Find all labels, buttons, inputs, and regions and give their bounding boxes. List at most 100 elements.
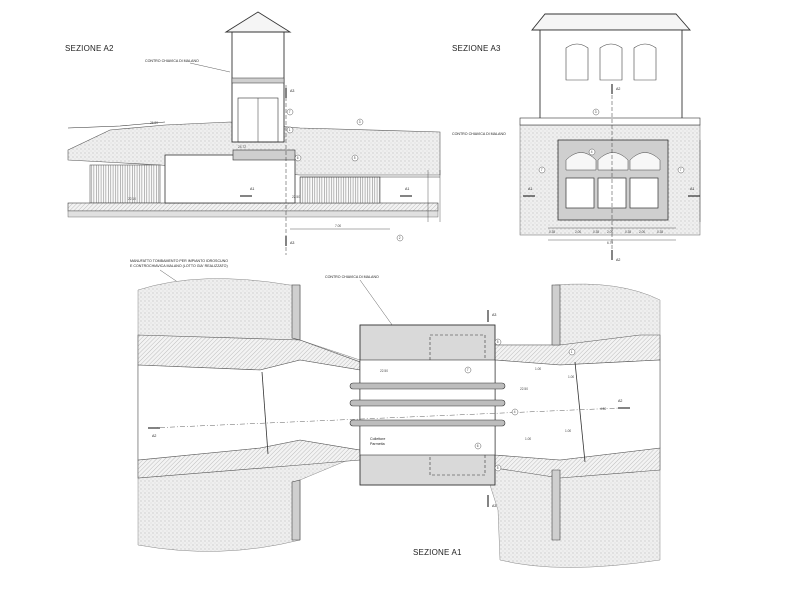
svg-text:A2: A2	[152, 434, 156, 438]
dimension-label: 1.00	[565, 429, 571, 433]
svg-text:6: 6	[477, 444, 479, 448]
svg-text:7: 7	[680, 168, 682, 172]
svg-text:6: 6	[297, 156, 299, 160]
section-a1-title: SEZIONE A1	[413, 548, 462, 557]
leader-line	[189, 62, 231, 73]
marker-a3-top: A3	[487, 310, 496, 322]
marker-a2-left: A2	[148, 427, 160, 438]
svg-text:A1: A1	[250, 187, 254, 191]
a2-channel-floor	[67, 202, 439, 212]
a2-tower-slab	[231, 77, 285, 84]
a1-axis-a2	[149, 407, 621, 429]
svg-text:A1: A1	[528, 187, 532, 191]
svg-text:7: 7	[289, 110, 291, 114]
section-a3-note: CONTRO CHIAVICA DI MALANO	[452, 132, 506, 136]
collector-label-2: Parmetta	[370, 442, 385, 446]
section-a1-note-left-1: MANUFATTO TOMBAMENTO PER IMPIANTO IDROSC…	[130, 259, 228, 263]
svg-text:A3: A3	[290, 241, 294, 245]
dimension-label: 1.00	[535, 367, 541, 371]
elevation-label: 22.50	[292, 195, 300, 199]
dimension-label: 0.35	[549, 230, 555, 234]
elevation-label: 22.50	[520, 387, 528, 391]
marker-a1-left: A1	[240, 187, 254, 197]
callout-circle: 2	[396, 234, 404, 242]
svg-text:5: 5	[497, 466, 499, 470]
a1-gates	[349, 382, 506, 427]
svg-text:4: 4	[514, 410, 516, 414]
dimension-label: 1.00	[525, 437, 531, 441]
elevation-label: 26.80	[150, 121, 158, 125]
callout-circle: 1	[568, 348, 576, 356]
a2-slab	[232, 149, 296, 161]
a2-right-culvert	[299, 176, 381, 204]
marker-a2-right: A2	[618, 399, 630, 409]
callout-circle: 3	[356, 118, 364, 126]
callout-circle: 6	[474, 442, 482, 450]
a2-left-culvert	[89, 164, 161, 204]
callout-circle: 7	[677, 166, 685, 174]
svg-text:5: 5	[354, 156, 356, 160]
svg-text:7: 7	[541, 168, 543, 172]
a2-road-line	[67, 121, 166, 129]
section-a2: SEZIONE A2 CONTRO CHIAVICA DI MALANO 26.…	[65, 11, 441, 255]
elevation-label: 22.50	[380, 369, 388, 373]
a1-wall-right-lower	[551, 469, 561, 541]
a3-roof	[531, 13, 691, 31]
section-a2-note: CONTRO CHIAVICA DI MALANO	[145, 59, 199, 63]
svg-text:A1: A1	[405, 187, 409, 191]
a2-central-box	[164, 154, 296, 204]
callout-circle: 5	[494, 338, 502, 346]
callout-circle: 7	[464, 366, 472, 374]
marker-a1-right: A1	[688, 187, 700, 197]
callout-circle: 4	[588, 148, 596, 156]
callout-circle: 7	[286, 108, 294, 116]
a1-wall-left-upper	[291, 284, 301, 341]
collector-label-1: Collettore	[370, 437, 385, 441]
svg-text:A3: A3	[290, 89, 294, 93]
dimension-label: 6.70	[607, 241, 613, 245]
dimension-label: 7.00	[335, 224, 341, 228]
marker-a1-left: A1	[523, 187, 535, 197]
section-a2-title: SEZIONE A2	[65, 44, 114, 53]
callout-circle: 7	[538, 166, 546, 174]
dimension-label: 0.35	[657, 230, 663, 234]
svg-text:3: 3	[359, 120, 361, 124]
a1-section-line-left	[261, 371, 269, 455]
marker-a3-bottom: A3	[487, 495, 496, 508]
a2-embankment	[67, 121, 441, 176]
svg-text:A1: A1	[690, 187, 694, 191]
section-a3-title: SEZIONE A3	[452, 44, 501, 53]
callout-circle: 6	[294, 154, 302, 162]
marker-a3-bottom: A3	[285, 236, 294, 246]
svg-text:3: 3	[595, 110, 597, 114]
callout-circle: 3	[592, 108, 600, 116]
marker-a2-top: A2	[611, 84, 620, 94]
a3-road	[519, 117, 701, 126]
section-a1-note-left-2: E CONTROCHIAVICA MALANO (LOTTO GIA' REAL…	[130, 264, 228, 268]
dimension-label: 2.00	[607, 230, 613, 234]
svg-text:A2: A2	[616, 258, 620, 262]
svg-text:4: 4	[591, 150, 593, 154]
section-a3: SEZIONE A3 CONTRO CHIAVICA DI MALANO 0.3…	[452, 13, 701, 262]
marker-a3-top: A3	[285, 88, 294, 98]
a3-window	[565, 43, 657, 81]
a1-central-passage	[359, 359, 496, 456]
svg-text:A3: A3	[492, 313, 496, 317]
dimension-label: 2.00	[639, 230, 645, 234]
svg-text:5: 5	[497, 340, 499, 344]
svg-text:1: 1	[289, 128, 291, 132]
marker-a1-right: A1	[400, 187, 412, 197]
dimension-label: 4.50	[600, 407, 606, 411]
a1-section-line-right	[574, 361, 586, 463]
section-a1: MANUFATTO TOMBAMENTO PER IMPIANTO IDROSC…	[130, 259, 661, 568]
callout-circle: 1	[286, 126, 294, 134]
callout-circle: 5	[494, 464, 502, 472]
a1-wall-right-upper	[551, 284, 561, 346]
svg-text:1: 1	[571, 350, 573, 354]
a2-roof	[224, 11, 292, 33]
svg-text:A2: A2	[616, 87, 620, 91]
dimension-label: 2.00	[575, 230, 581, 234]
dimension-label: 0.35	[593, 230, 599, 234]
